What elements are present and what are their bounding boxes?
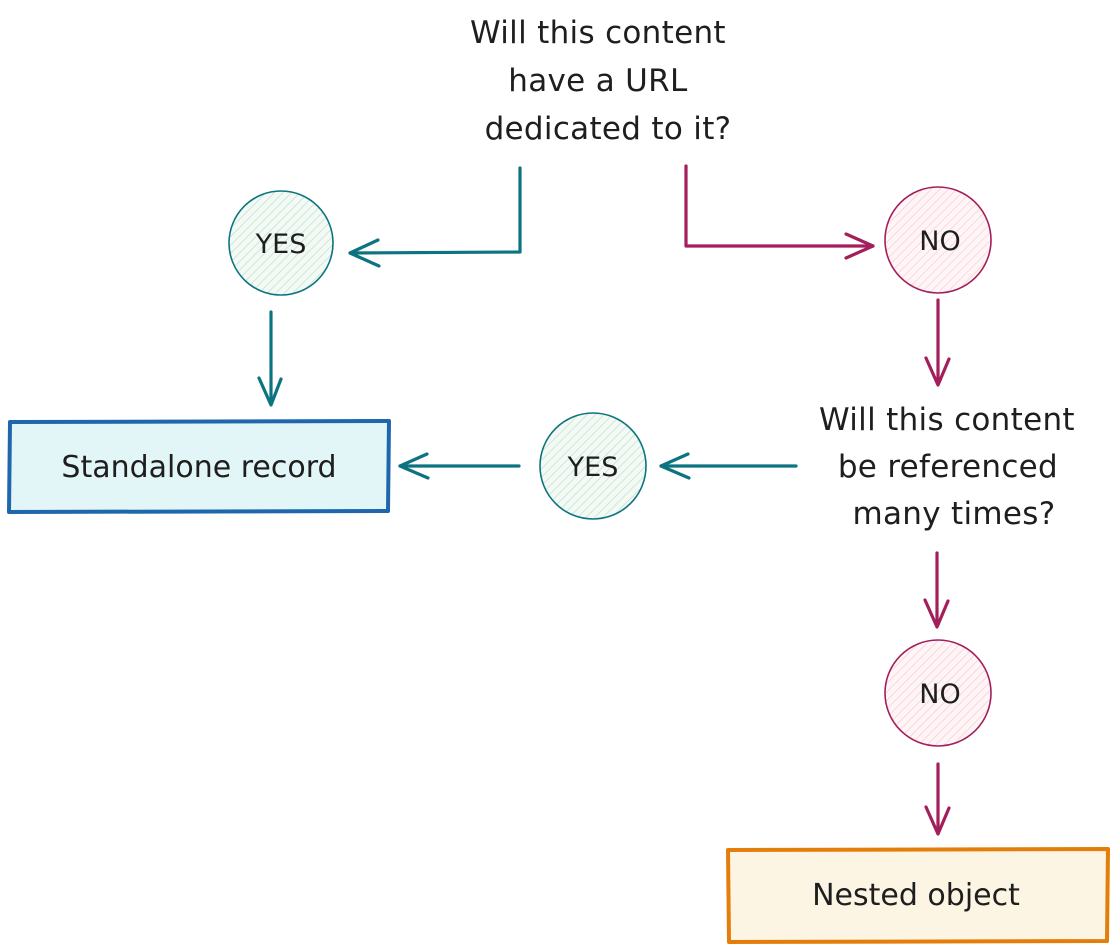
question-1-text: Will this content have a URL dedicated t… (470, 15, 736, 147)
question-2-text: Will this content be referenced many tim… (819, 402, 1085, 532)
yes-node-1: YES (228, 190, 334, 296)
arrow-question-2-to-no-2 (923, 551, 950, 629)
question-1-line-2: have a URL (508, 63, 688, 99)
question-1-line-1: Will this content (470, 15, 726, 51)
no-node-2: NO (884, 639, 992, 747)
arrow-q1-to-no (684, 164, 875, 260)
arrow-no-1-to-question-2 (924, 298, 951, 387)
yes-node-1-label: YES (255, 229, 307, 260)
no-node-1: NO (884, 186, 992, 294)
no-node-1-label: NO (919, 226, 960, 257)
arrow-yes-2-to-standalone (398, 452, 521, 480)
standalone-record-box: Standalone record (7, 419, 391, 514)
yes-node-2-label: YES (567, 452, 619, 483)
arrow-question-2-to-yes-2 (659, 452, 798, 480)
yes-node-2: YES (539, 412, 647, 520)
question-1-line-3: dedicated to it? (485, 111, 732, 147)
question-2-line-2: be referenced (838, 449, 1058, 485)
arrow-yes-1-to-standalone (257, 310, 283, 407)
no-node-2-label: NO (919, 679, 960, 710)
standalone-record-label: Standalone record (61, 450, 336, 485)
nested-object-label: Nested object (812, 878, 1020, 913)
arrow-q1-to-yes (348, 166, 522, 268)
question-2-line-1: Will this content (819, 402, 1075, 438)
question-2-line-3: many times? (853, 496, 1056, 532)
arrow-no-2-to-nested-object (924, 762, 951, 836)
nested-object-box: Nested object (726, 847, 1110, 944)
